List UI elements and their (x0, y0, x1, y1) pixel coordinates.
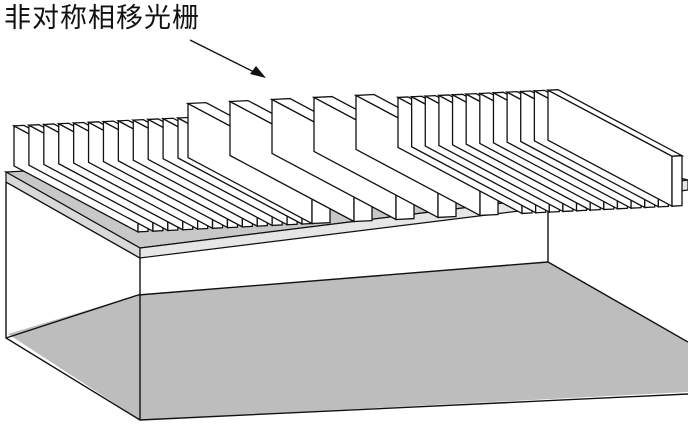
box-bottom-face (8, 262, 688, 420)
grating-caption: 非对称相移光栅 (4, 3, 200, 34)
pointer-arrow (189, 39, 266, 78)
grating-fin-right (545, 89, 685, 208)
grating-fins (11, 89, 685, 233)
